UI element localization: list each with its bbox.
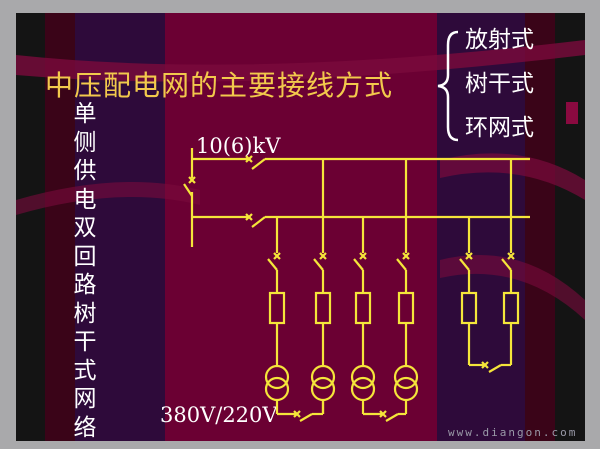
switch-contact xyxy=(188,176,196,184)
type-radial: 放射式 xyxy=(465,27,534,53)
background-band xyxy=(45,13,75,441)
switch-contact xyxy=(379,410,387,418)
tie-switch xyxy=(299,413,313,422)
fuse xyxy=(268,291,286,325)
slide-title: 中压配电网的主要接线方式 xyxy=(45,69,394,102)
transformer xyxy=(393,364,419,390)
fuse xyxy=(397,291,415,325)
branch-switch xyxy=(501,258,512,271)
transformer xyxy=(264,364,290,390)
switch-contact xyxy=(402,252,410,260)
background-band xyxy=(165,13,437,441)
fuse xyxy=(460,291,478,325)
fuse xyxy=(354,291,372,325)
transformer xyxy=(310,364,336,390)
branch-switch xyxy=(396,258,407,271)
background-band xyxy=(75,13,165,441)
source-switch xyxy=(183,183,193,197)
switch-contact xyxy=(507,252,515,260)
tie-switch xyxy=(385,413,399,422)
branch-switch xyxy=(459,258,470,271)
branch-switch xyxy=(353,258,364,271)
branch-switch xyxy=(267,258,278,271)
voltage-low-label: 380V/220V xyxy=(160,403,278,427)
branch-switch xyxy=(313,258,324,271)
watermark: www.diangon.com xyxy=(448,426,578,439)
switch-contact xyxy=(245,213,253,221)
switch-contact xyxy=(273,252,281,260)
fuse xyxy=(502,291,520,325)
bus-switch xyxy=(251,158,266,170)
switch-contact xyxy=(245,155,253,163)
voltage-high-label: 10(6)kV xyxy=(196,134,281,158)
bus-switch xyxy=(251,216,266,228)
tie-switch xyxy=(488,364,502,373)
type-trunk: 树干式 xyxy=(465,71,534,97)
background-band xyxy=(525,13,555,441)
switch-contact xyxy=(319,252,327,260)
type-ring: 环网式 xyxy=(465,115,534,141)
transformer xyxy=(350,364,376,390)
switch-contact xyxy=(293,410,301,418)
switch-contact xyxy=(465,252,473,260)
slide xyxy=(16,13,585,441)
switch-contact xyxy=(481,361,489,369)
fuse xyxy=(314,291,332,325)
switch-contact xyxy=(359,252,367,260)
side-label: 单侧供电双回路树干式网络 xyxy=(73,101,97,441)
